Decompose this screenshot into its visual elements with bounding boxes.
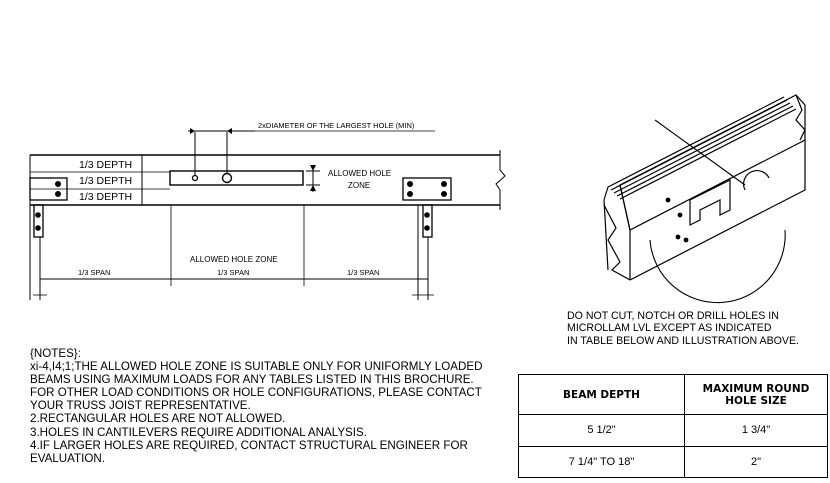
- depth-label-top: 1/3 DEPTH: [79, 159, 132, 171]
- allowed-hole-zone-span-label: ALLOWED HOLE ZONE: [190, 255, 278, 264]
- table-header-row: BEAM DEPTH MAXIMUM ROUND HOLE SIZE: [518, 374, 828, 415]
- table-row: 5 1/2" 1 3/4": [518, 414, 828, 447]
- note-line: 4.IF LARGER HOLES ARE REQUIRED, CONTACT …: [30, 438, 468, 452]
- note-line: xi-4,I4;1;THE ALLOWED HOLE ZONE IS SUITA…: [30, 360, 483, 374]
- caution-line: IN TABLE BELOW AND ILLUSTRATION ABOVE.: [567, 334, 799, 347]
- note-line: EVALUATION.: [30, 451, 105, 465]
- note-line: 3.HOLES IN CANTILEVERS REQUIRE ADDITIONA…: [30, 425, 367, 439]
- lvl-isometric-illustration: [603, 94, 806, 304]
- beam-depth-cell: 5 1/2": [518, 414, 685, 447]
- depth-label-middle: 1/3 DEPTH: [79, 175, 132, 187]
- note-line: BEAMS USING MAXIMUM LOADS FOR ANY TABLES…: [30, 373, 474, 387]
- notes-block: {NOTES}: xi-4,I4;1;THE ALLOWED HOLE ZONE…: [30, 347, 510, 465]
- allowed-hole-zone-side-line1: ALLOWED HOLE: [328, 169, 391, 178]
- allowed-hole-zone-rect: [169, 170, 304, 186]
- note-line: YOUR TRUSS JOIST REPRESENTATIVE.: [30, 399, 251, 413]
- span-label-left: 1/3 SPAN: [78, 268, 110, 277]
- span-label-right: 1/3 SPAN: [347, 268, 379, 277]
- note-line: 2.RECTANGULAR HOLES ARE NOT ALLOWED.: [30, 412, 286, 426]
- header-max-hole-size: MAXIMUM ROUND HOLE SIZE: [684, 374, 828, 415]
- small-hole: [191, 174, 199, 182]
- dimension-label: 2xDIAMETER OF THE LARGEST HOLE (MIN): [258, 121, 415, 130]
- allowed-hole-zone-side-line2: ZONE: [348, 181, 370, 190]
- notes-heading: {NOTES}:: [30, 347, 81, 360]
- beam-depth-cell: 7 1/4" TO 18": [518, 445, 685, 478]
- hole-size-table: BEAM DEPTH MAXIMUM ROUND HOLE SIZE 5 1/2…: [518, 374, 828, 478]
- beam-elevation: [29, 128, 506, 300]
- note-line: FOR OTHER LOAD CONDITIONS OR HOLE CONFIG…: [30, 386, 482, 400]
- span-label-middle: 1/3 SPAN: [217, 268, 249, 277]
- caution-line: DO NOT CUT, NOTCH OR DRILL HOLES IN: [567, 310, 779, 322]
- caution-text: DO NOT CUT, NOTCH OR DRILL HOLES IN MICR…: [567, 310, 829, 347]
- table-row: 7 1/4" TO 18" 2": [518, 445, 828, 478]
- header-beam-depth: BEAM DEPTH: [518, 374, 685, 415]
- header-hole-size: HOLE SIZE: [725, 394, 787, 407]
- depth-label-bottom: 1/3 DEPTH: [79, 191, 132, 203]
- hole-size-cell: 1 3/4": [684, 414, 828, 447]
- large-hole: [221, 172, 233, 184]
- hole-size-cell: 2": [684, 445, 828, 478]
- caution-line: MICROLLAM LVL EXCEPT AS INDICATED: [567, 322, 772, 335]
- header-max-round: MAXIMUM ROUND: [702, 382, 810, 395]
